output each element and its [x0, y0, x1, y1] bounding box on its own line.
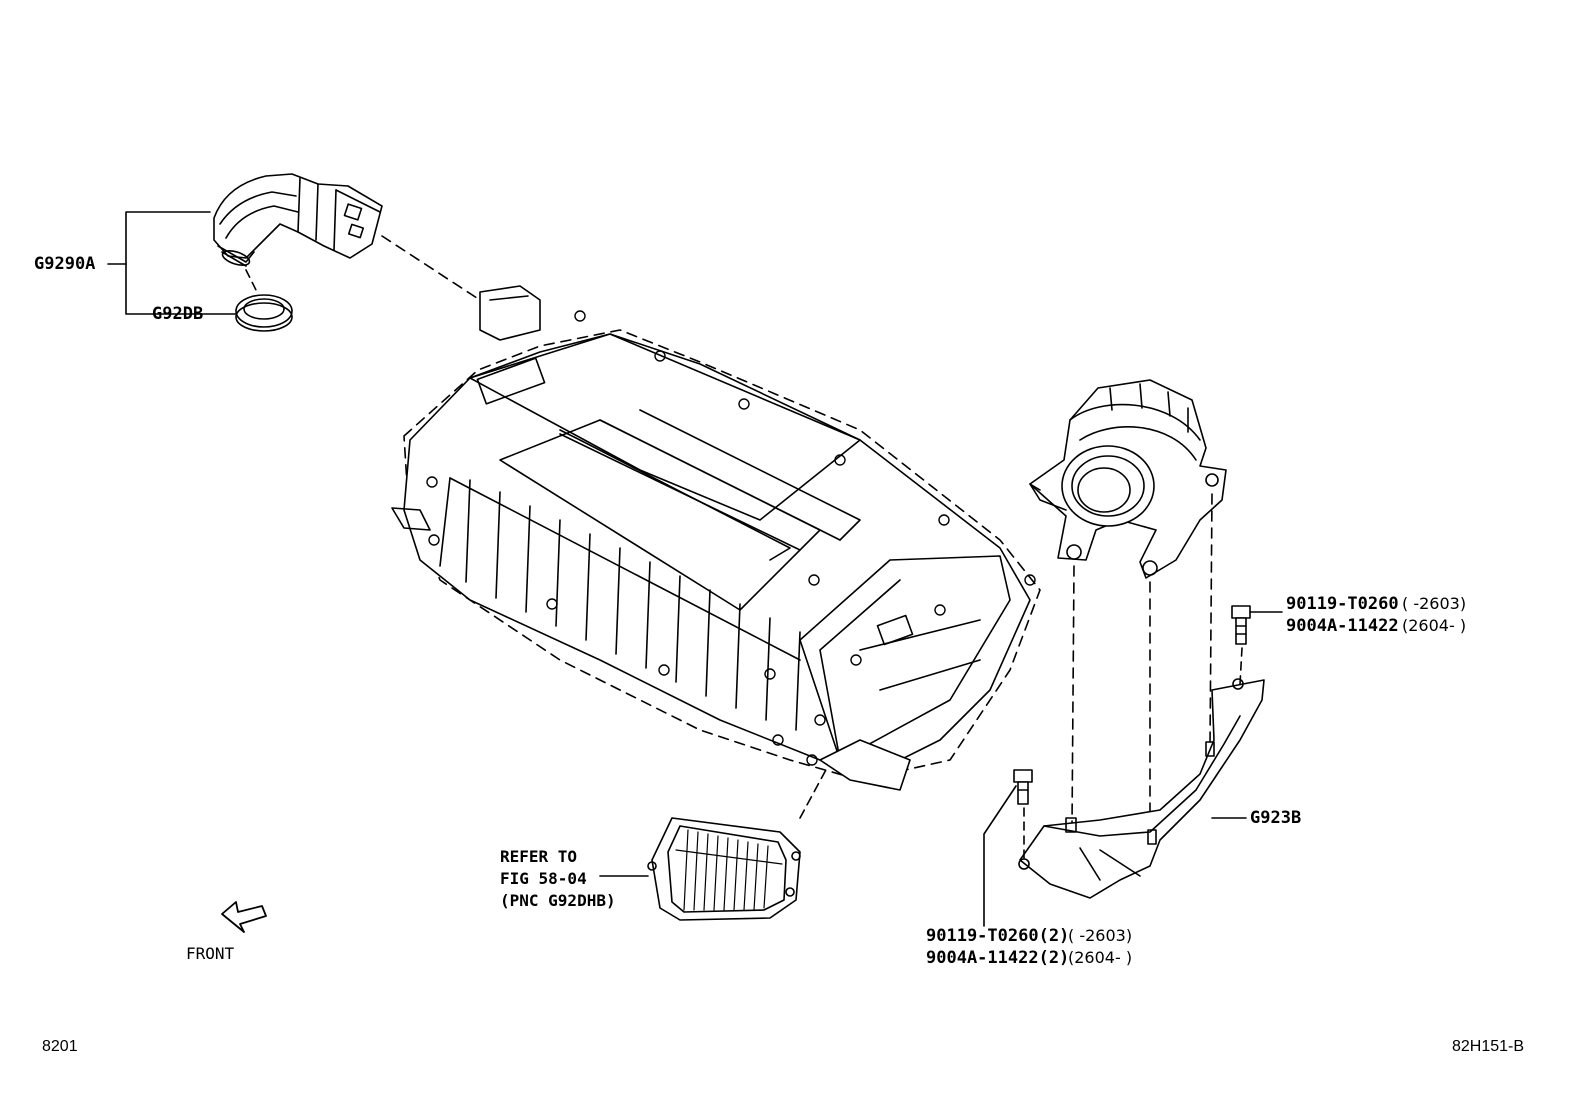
air-filter	[648, 818, 800, 920]
bolt-bottom-range-2: (2604- )	[1068, 948, 1133, 967]
refer-note: REFER TO FIG 58-04 (PNC G92DHB)	[500, 846, 616, 912]
refer-line-2[interactable]: FIG 58-04	[500, 869, 587, 888]
front-label: FRONT	[186, 944, 235, 963]
bolt-bottom-part-1[interactable]: 90119-T0260(2)	[926, 926, 1070, 946]
label-g9290a[interactable]: G9290A	[34, 254, 96, 274]
leader-g9290a	[126, 212, 210, 264]
bolt-bottom-callout: 90119-T0260(2) ( -2603) 9004A-11422(2) (…	[926, 926, 1186, 974]
leader-g92db	[126, 264, 236, 314]
label-g923b[interactable]: G923B	[1250, 808, 1302, 828]
bolt-bottom	[1014, 770, 1032, 804]
bolt-top-callout: 90119-T0260 ( -2603) 9004A-11422 (2604- …	[1286, 594, 1526, 642]
footer-left-code: 8201	[42, 1038, 78, 1055]
dashed-guide-grommet	[246, 270, 258, 294]
bolt-bottom-part-2[interactable]: 9004A-11422(2)	[926, 948, 1070, 968]
leader-bolt-bottom	[984, 786, 1016, 926]
refer-line-1: REFER TO	[500, 847, 578, 866]
dashed-guide-filter	[800, 766, 828, 818]
bolt-bottom-range-1: ( -2603)	[1068, 926, 1133, 945]
bolt-top-range-2: (2604- )	[1402, 616, 1467, 635]
dashed-guide-duct	[382, 236, 480, 300]
bolt-top-part-2[interactable]: 9004A-11422	[1286, 616, 1399, 636]
grommet	[236, 295, 292, 331]
battery-pack	[392, 286, 1040, 790]
footer-right-code: 82H151-B	[1452, 1038, 1525, 1055]
bolt-top-part-1[interactable]: 90119-T0260	[1286, 594, 1399, 614]
front-arrow-icon	[222, 902, 266, 932]
bolt-top	[1232, 606, 1250, 644]
blower-fan	[1030, 380, 1226, 578]
bolt-top-range-1: ( -2603)	[1402, 594, 1467, 613]
refer-line-3[interactable]: (PNC G92DHB)	[500, 891, 616, 910]
fan-bracket	[1019, 679, 1264, 898]
label-g92db[interactable]: G92DB	[152, 304, 204, 324]
air-intake-duct	[214, 174, 382, 268]
